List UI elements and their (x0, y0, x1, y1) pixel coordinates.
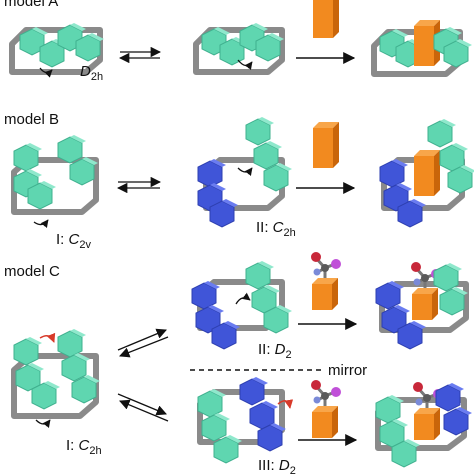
rotation-arrow-icon (39, 332, 56, 343)
rotation-arrow-icon (237, 167, 253, 176)
equilibrium-arrow-icon (116, 176, 162, 194)
rotation-arrow-icon (35, 419, 51, 428)
model-c-cage-III (197, 376, 294, 464)
equilibrium-arrow-icon (117, 393, 169, 422)
model-c-label-I: I: C2h (66, 437, 102, 457)
orange-guest-block-icon (313, 122, 339, 168)
model-a-cage-2 (193, 22, 285, 75)
model-b-complex (379, 118, 474, 228)
model-a-complex (371, 20, 473, 77)
model-b-cage-I (11, 134, 99, 228)
model-b-label-II: II: C2h (256, 219, 296, 239)
model-a-cage-1 (9, 22, 105, 78)
mirror-label: mirror (328, 362, 367, 379)
model-a-symmetry-label: D2h (80, 63, 103, 83)
model-b-title: model B (4, 111, 59, 128)
model-c-title: model C (4, 263, 60, 280)
model-c-complex-III (375, 380, 473, 468)
model-c-label-III: III: D2 (258, 457, 296, 474)
equilibrium-arrow-icon (118, 46, 162, 64)
model-c-cage-I (11, 328, 101, 428)
model-a-title: model A (4, 0, 58, 10)
model-c-label-II: II: D2 (258, 341, 292, 361)
orange-guest-block-icon (313, 0, 339, 38)
rotation-arrow-icon (39, 67, 53, 78)
model-b-cage-II (197, 116, 293, 228)
rotation-arrow-icon (33, 219, 49, 228)
model-c-complex-II (375, 260, 469, 350)
model-b-label-I: I: C2v (56, 231, 91, 251)
chiral-guest-molecule-icon (309, 378, 343, 440)
chiral-guest-molecule-icon (309, 250, 343, 312)
equilibrium-arrow-icon (117, 328, 169, 358)
model-c-cage-II (191, 260, 293, 350)
rotation-arrow-icon (277, 399, 294, 409)
rotation-arrow-icon (237, 59, 253, 70)
rotation-arrow-icon (235, 292, 251, 305)
